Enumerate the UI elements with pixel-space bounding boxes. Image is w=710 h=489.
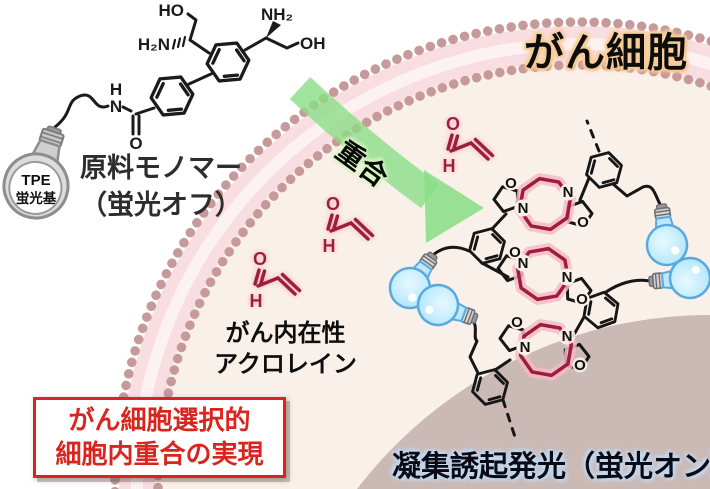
polymer-structure: N N N N N N O O O O O O bbox=[431, 119, 663, 439]
membrane-inner-heads bbox=[153, 60, 710, 489]
svg-text:O: O bbox=[511, 314, 523, 331]
bulb-wire bbox=[604, 278, 652, 294]
acrolein-label-line2: アクロレイン bbox=[214, 351, 357, 378]
tpe-label: TPE bbox=[21, 172, 50, 189]
svg-text:N: N bbox=[518, 255, 529, 272]
aie-label: 凝集誘起発光（蛍光オン） bbox=[392, 451, 710, 483]
result-box-line2: 細胞内重合の実現 bbox=[55, 439, 264, 469]
svg-text:O: O bbox=[577, 214, 589, 231]
benzene-ring bbox=[201, 33, 255, 91]
arrow-head bbox=[424, 170, 484, 243]
tpe-bulb-icon: TPE 蛍光基 bbox=[0, 116, 87, 228]
cell-membrane bbox=[110, 17, 710, 489]
polymerization-arrow bbox=[289, 77, 484, 243]
ring-atom-labels: N N N N N N O O O O O O bbox=[503, 175, 591, 374]
benzene-ring bbox=[145, 67, 199, 125]
bulb-wire bbox=[431, 245, 471, 257]
result-box-line1: がん細胞選択的 bbox=[68, 405, 251, 435]
hydroxyl-label: OH bbox=[300, 34, 326, 53]
svg-text:N: N bbox=[518, 200, 529, 217]
svg-text:N: N bbox=[562, 328, 573, 345]
bulb-wire bbox=[53, 93, 110, 129]
hydroxyl-label: HO bbox=[159, 1, 185, 20]
dashed-bond bbox=[585, 119, 601, 153]
monomer-label: 原料モノマー （蛍光オフ） bbox=[55, 150, 267, 224]
membrane-outer-heads bbox=[110, 17, 710, 489]
cancer-cell-title: がん細胞 bbox=[524, 31, 688, 75]
monomer-label-line2: （蛍光オフ） bbox=[80, 190, 242, 220]
bulb-wire bbox=[641, 184, 663, 208]
svg-text:O: O bbox=[574, 357, 586, 374]
amide-nitrogen-label: N bbox=[110, 97, 122, 116]
amide-hydrogen-label: H bbox=[110, 80, 122, 99]
amine-label: NH₂ bbox=[261, 5, 293, 24]
acrolein-label: がん内在性 アクロレイン bbox=[198, 318, 373, 380]
svg-text:O: O bbox=[505, 175, 517, 192]
carbonyl-oxygen-label: O bbox=[129, 134, 142, 153]
svg-text:N: N bbox=[563, 184, 574, 201]
dashed-bond bbox=[501, 398, 517, 439]
monomer-structure: O N H HO H₂N NH₂ OH bbox=[53, 1, 326, 153]
svg-text:N: N bbox=[520, 339, 531, 356]
svg-text:O: O bbox=[576, 291, 588, 308]
tpe-sublabel: 蛍光基 bbox=[16, 190, 57, 206]
svg-text:O: O bbox=[509, 244, 521, 261]
acrolein-label-line1: がん内在性 bbox=[225, 320, 346, 347]
monomer-label-line1: 原料モノマー bbox=[80, 153, 242, 183]
result-callout-box: がん細胞選択的 細胞内重合の実現 bbox=[33, 397, 286, 478]
amine-label: H₂N bbox=[138, 35, 170, 54]
svg-text:N: N bbox=[562, 269, 573, 286]
cell-nucleus bbox=[357, 315, 710, 489]
